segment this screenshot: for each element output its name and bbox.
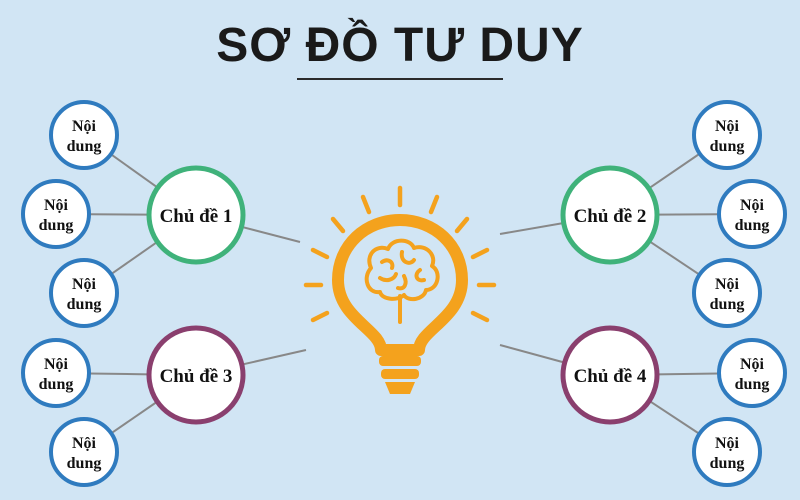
content-circle <box>692 100 762 170</box>
content-circle <box>49 100 119 170</box>
connector-content <box>110 400 158 435</box>
connector-content <box>648 240 701 276</box>
connector-topic-3 <box>241 349 307 366</box>
connector-content <box>656 372 720 376</box>
topic-circle <box>560 165 660 265</box>
content-circle <box>717 179 787 249</box>
content-circle <box>21 179 91 249</box>
connector-content <box>648 152 701 190</box>
bulb-base-2 <box>381 369 419 379</box>
bulb-base-1 <box>379 356 421 366</box>
topic-node-2: Chủ đề 2 <box>560 165 660 265</box>
topic-label: Chủ đề 3 <box>160 366 233 387</box>
lightbulb-brain-icon <box>303 185 497 394</box>
content-circle <box>21 338 91 408</box>
connector-topic-1 <box>241 225 301 243</box>
topic-label: Chủ đề 2 <box>574 206 647 227</box>
connector-content <box>110 241 159 275</box>
topic-circle <box>146 325 246 425</box>
topic-circle <box>146 165 246 265</box>
connectors <box>88 152 720 435</box>
content-circle <box>49 258 119 328</box>
page-title: SƠ ĐỒ TƯ DUY <box>216 19 584 72</box>
content-circle <box>692 417 762 487</box>
light-rays <box>303 185 497 323</box>
connector-topic-2 <box>499 222 564 235</box>
connector-content <box>88 372 150 376</box>
content-circle <box>717 338 787 408</box>
bulb-outline <box>332 214 468 356</box>
brain-icon <box>364 238 440 324</box>
content-circle <box>692 258 762 328</box>
connector-content <box>110 153 159 189</box>
topics-layer: Chủ đề 1 Chủ đề 2 Chủ đề 3 Chủ đề 4 <box>146 165 660 425</box>
topic-node-1: Chủ đề 1 <box>146 165 246 265</box>
topic-circle <box>560 325 660 425</box>
topic-label: Chủ đề 1 <box>160 206 233 227</box>
connector-topic-4 <box>499 344 565 364</box>
topic-node-4: Chủ đề 4 <box>560 325 660 425</box>
bulb-base-tip <box>385 382 415 394</box>
topic-node-3: Chủ đề 3 <box>146 325 246 425</box>
topic-label: Chủ đề 4 <box>574 366 647 387</box>
connector-content <box>648 400 700 435</box>
content-circle <box>49 417 119 487</box>
title-underline <box>297 78 503 80</box>
